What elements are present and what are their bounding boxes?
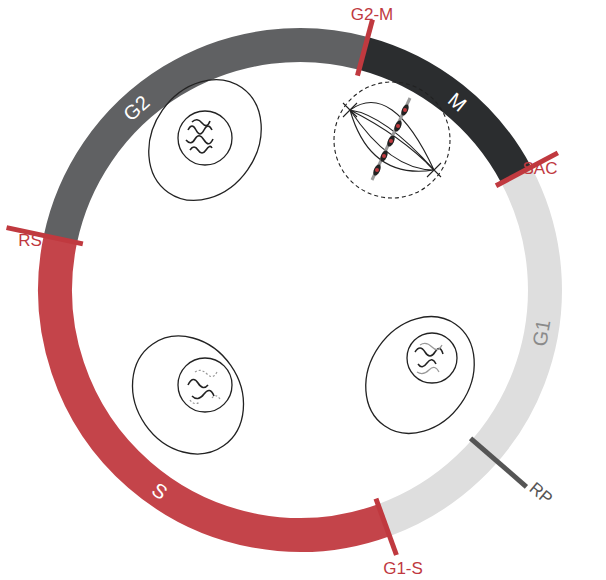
s-phase-arc — [55, 239, 384, 535]
checkpoint-label: SAC — [523, 160, 558, 177]
checkpoint-bars — [7, 20, 558, 555]
checkpoint-label: RS — [18, 232, 42, 249]
checkpoint-label: RP — [526, 479, 555, 507]
g1-phase-arc — [384, 175, 545, 520]
checkpoint-label: G1-S — [383, 560, 423, 577]
m-phase-arc — [363, 53, 516, 175]
g1-s-checkpoint — [376, 499, 397, 555]
cycle-ring — [55, 45, 545, 535]
g2-cell — [126, 58, 285, 223]
phase-label: G1 — [529, 318, 553, 348]
mitotic-spindle — [334, 82, 450, 198]
s-cell — [110, 314, 266, 475]
checkpoint-label: G2-M — [351, 6, 394, 23]
g2-phase-arc — [60, 45, 363, 239]
g1-cell — [343, 296, 496, 455]
rs-checkpoint — [7, 228, 83, 244]
restriction-point — [471, 438, 527, 487]
sac-checkpoint — [496, 153, 558, 186]
g2-m-checkpoint — [357, 20, 372, 76]
